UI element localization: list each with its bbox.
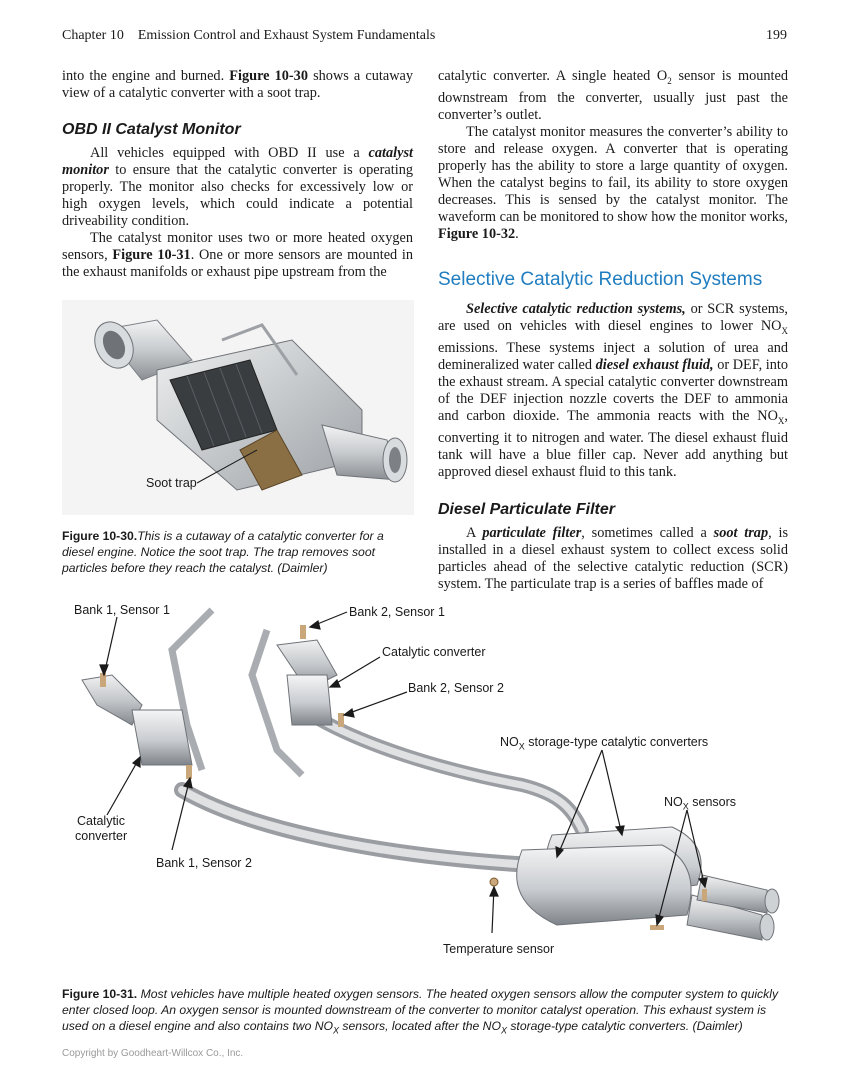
leader-nox-sensor-2 xyxy=(686,809,706,888)
left-paragraph-3: The catalyst monitor uses two or more he… xyxy=(62,230,414,280)
bank1-catalytic-converter xyxy=(131,709,193,766)
term-particulate-filter: particulate filter xyxy=(482,524,582,541)
term-soot-trap: soot trap xyxy=(713,524,769,541)
figure-ref: Figure 10-31 xyxy=(112,247,191,263)
label-bank2-sensor1: Bank 2, Sensor 1 xyxy=(349,605,445,619)
figure-10-30-illustration xyxy=(62,300,414,515)
leader-bank1-sensor2 xyxy=(171,777,191,851)
label-nox-storage-converters: NOX storage-type catalytic converters xyxy=(500,735,709,752)
left-column: into the engine and burned. Figure 10-30… xyxy=(62,68,413,281)
chapter-title: Emission Control and Exhaust System Fund… xyxy=(137,28,436,43)
caption-number: Figure 10-31. xyxy=(62,987,138,1001)
soot-trap-section xyxy=(239,429,303,491)
figure-10-31-caption: Figure 10-31. Most vehicles have multipl… xyxy=(62,987,779,1036)
bank2-sensor2 xyxy=(338,713,344,727)
bank1-sensor2 xyxy=(186,765,192,779)
exhaust-pipe-bank1 xyxy=(174,782,540,873)
right-paragraph-1: catalytic converter. A single heated O2 … xyxy=(438,68,789,123)
term-scr: Selective catalytic reduction systems, xyxy=(466,300,686,317)
heading-diesel-particulate-filter: Diesel Particulate Filter xyxy=(438,500,615,518)
crossover-pipe-left xyxy=(168,607,215,772)
running-header-chapter: Chapter 10 Emission Control and Exhaust … xyxy=(62,28,435,44)
figure-10-30-caption: Figure 10-30.This is a cutaway of a cata… xyxy=(62,529,384,575)
figure-ref: Figure 10-30 xyxy=(229,68,308,84)
copyright-footer: Copyright by Goodheart-Willcox Co., Inc. xyxy=(62,1048,244,1059)
heading-obd-catalyst-monitor: OBD II Catalyst Monitor xyxy=(62,121,241,138)
crossover-pipe-right xyxy=(248,628,305,778)
label-bank1-sensor2: Bank 1, Sensor 2 xyxy=(156,856,252,870)
term-catalyst-monitor: catalyst monitor xyxy=(62,145,413,178)
leader-nox-sensor-1 xyxy=(656,809,688,926)
label-bank2-sensor2: Bank 2, Sensor 2 xyxy=(408,681,504,695)
label-nox-sensors: NOX sensors xyxy=(664,795,737,812)
left-paragraph-2: All vehicles equipped with OBD II use a … xyxy=(62,145,413,229)
nox-sensor-2 xyxy=(702,889,707,901)
leader-nox-storage-1 xyxy=(556,749,603,858)
bank2-sensor1 xyxy=(300,625,306,639)
term-def: diesel exhaust fluid, xyxy=(595,356,714,373)
left-paragraph-1: into the engine and burned. Figure 10-30… xyxy=(62,68,414,101)
right-column: catalytic converter. A single heated O2 … xyxy=(438,68,788,593)
label-catalytic-converter-top: Catalytic converter xyxy=(382,645,486,659)
label-bank1-sensor1: Bank 1, Sensor 1 xyxy=(74,603,170,617)
leader-bank2-sensor2 xyxy=(343,691,408,716)
leader-catalytic-converter-left xyxy=(106,756,141,816)
soot-trap-leader-line xyxy=(196,449,258,484)
temperature-sensor-icon xyxy=(489,877,499,887)
bank2-catalytic-converter xyxy=(286,674,333,726)
right-paragraph-3: Selective catalytic reduction systems, o… xyxy=(438,300,788,480)
bank1-sensor1 xyxy=(100,673,106,687)
figure-ref: Figure 10-32 xyxy=(438,225,516,242)
heading-selective-catalytic-reduction: Selective Catalytic Reduction Systems xyxy=(438,268,763,290)
label-temperature-sensor: Temperature sensor xyxy=(443,942,555,956)
figure-10-31-illustration xyxy=(81,607,780,941)
leader-nox-storage-2 xyxy=(601,749,623,836)
label-soot-trap: Soot trap xyxy=(146,476,197,490)
tailpipe-1 xyxy=(686,894,763,941)
chapter-label: Chapter 10 xyxy=(62,28,124,43)
bracket-rod xyxy=(221,323,299,376)
nox-storage-converter-2 xyxy=(516,844,692,926)
tailpipe-2 xyxy=(696,874,768,914)
page-number: 199 xyxy=(766,28,787,43)
right-paragraph-2: The catalyst monitor measures the conver… xyxy=(438,123,788,242)
right-paragraph-4: A particulate filter, sometimes called a… xyxy=(438,524,789,592)
nox-sensor-1 xyxy=(650,925,664,930)
caption-number: Figure 10-30. xyxy=(62,529,138,543)
